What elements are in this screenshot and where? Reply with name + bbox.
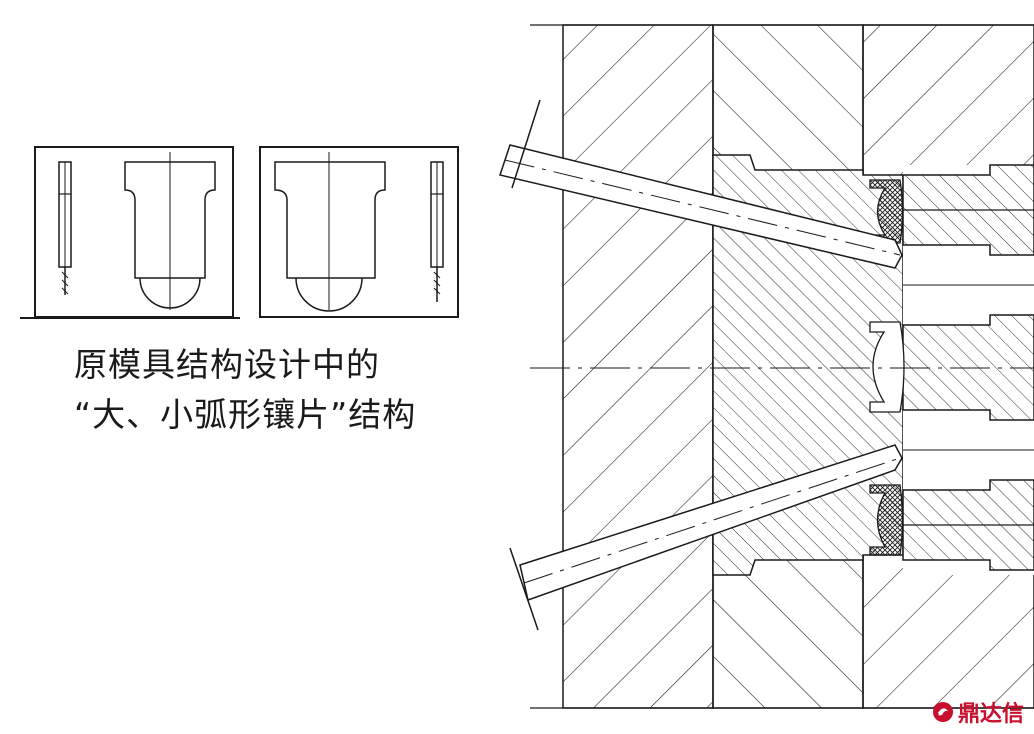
mold-cross-section	[499, 24, 1034, 709]
brand-name: 鼎达信	[957, 702, 1024, 727]
large-arc-insert	[124, 152, 216, 310]
angled-ejector-upper	[499, 99, 903, 269]
arc-insert-bottom	[869, 484, 904, 556]
arc-insert-middle	[869, 321, 905, 413]
caption-line-1: 原模具结构设计中的	[74, 345, 380, 384]
insert-drawing-left	[34, 146, 234, 318]
angled-ejector-lower	[509, 444, 903, 631]
ejector-pin-right	[430, 161, 444, 302]
chili-pepper-logo-icon	[932, 702, 953, 722]
ejector-pin-left	[58, 161, 72, 295]
brand-logo: 鼎达信	[932, 696, 1024, 728]
cavity-inserts	[902, 164, 1034, 571]
mold-plate-left	[562, 24, 714, 709]
caption-line-2: “大、小弧形镶片”结构	[74, 395, 417, 434]
insert-drawing-right	[259, 146, 459, 318]
small-arc-insert	[274, 152, 386, 312]
